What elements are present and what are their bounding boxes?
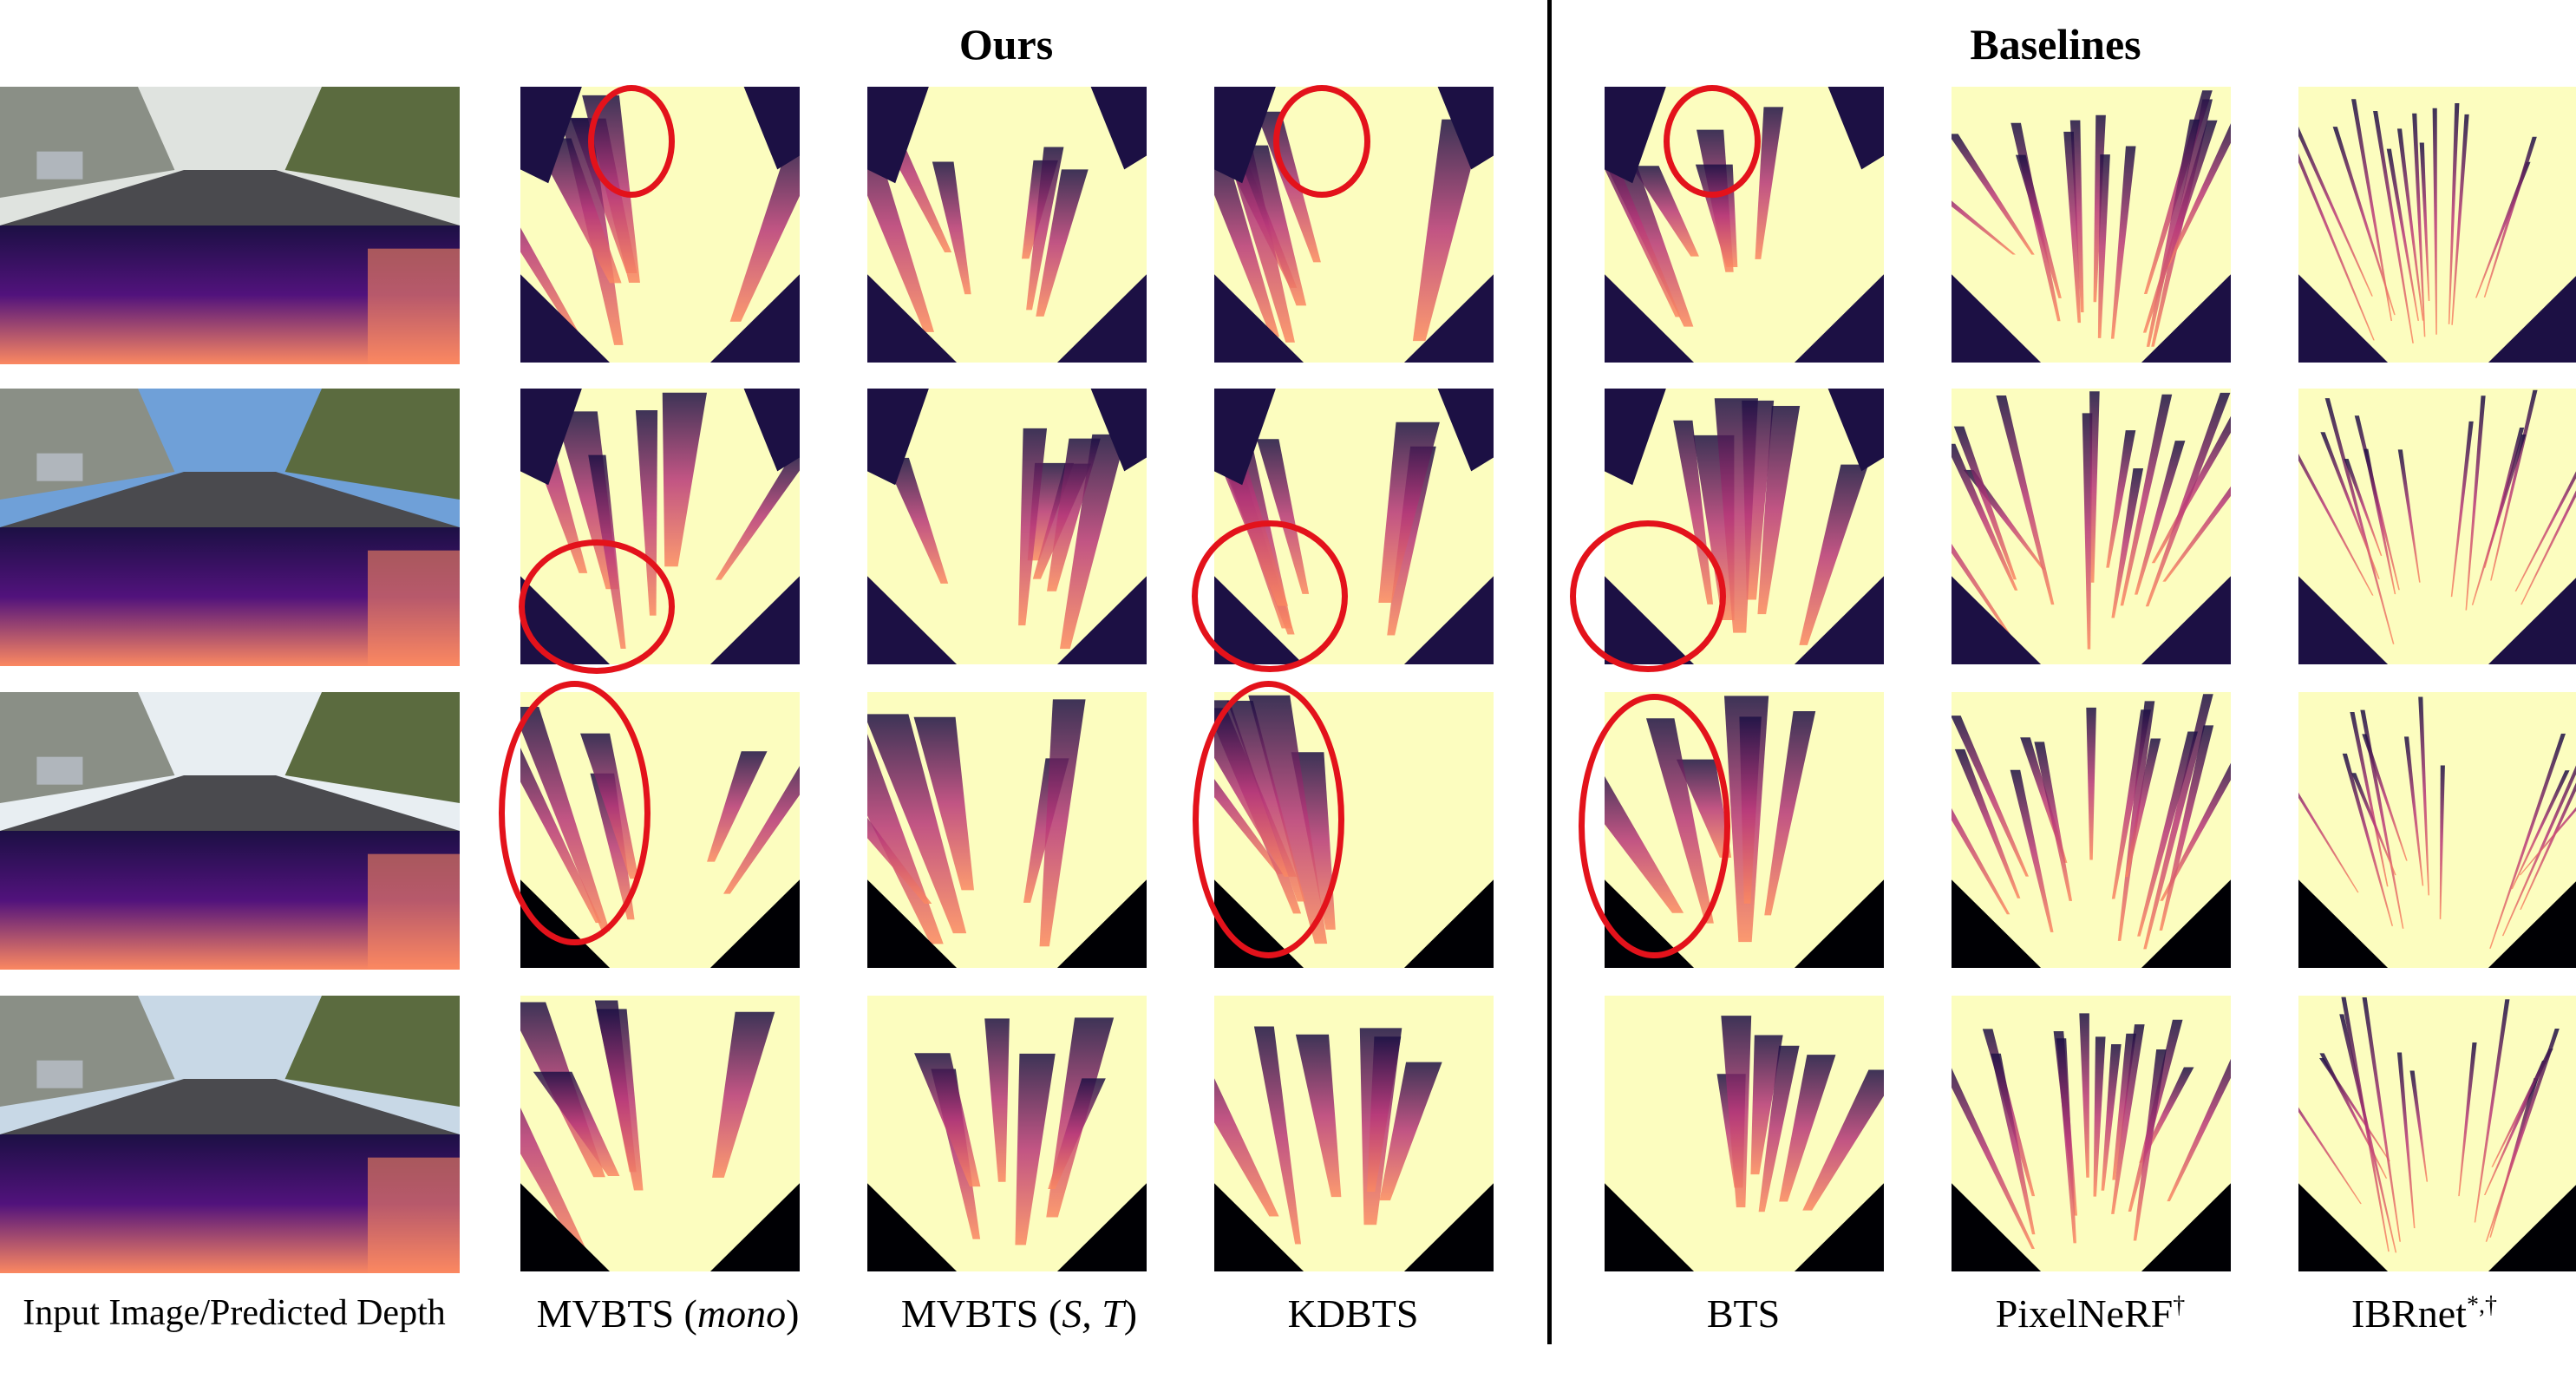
caption-ibrnet: IBRnet*,†: [2281, 1291, 2567, 1336]
occupancy-panel-pixelnerf-row-1: [1952, 87, 2231, 363]
caption-mvbts-mono: MVBTS (mono): [503, 1291, 833, 1336]
caption-ibrnet-text: IBRnet: [2351, 1291, 2467, 1336]
ours-header: Ours: [958, 20, 1054, 69]
caption-mvbts-mono-italic: mono: [696, 1291, 787, 1336]
caption-mvbts-st-prefix: MVBTS (: [900, 1291, 1062, 1336]
highlight-circle-3: [1664, 85, 1761, 198]
occupancy-panel-bts-row-4: [1605, 996, 1884, 1271]
predicted-depth-row-1: [0, 225, 460, 364]
ours-baselines-divider: [1547, 0, 1552, 1344]
input-image-row-1: [0, 87, 460, 225]
caption-bts: BTS: [1706, 1291, 1781, 1336]
caption-mvbts-st: MVBTS (S, T): [854, 1291, 1184, 1336]
occupancy-panel-pixelnerf-row-2: [1952, 389, 2231, 664]
occupancy-panel-pixelnerf-row-4: [1952, 996, 2231, 1271]
occupancy-panel-ibrnet-row-3: [2298, 692, 2576, 968]
highlight-circle-7: [499, 681, 651, 945]
highlight-circle-4: [519, 539, 675, 674]
caption-mvbts-st-suffix: ): [1123, 1291, 1138, 1336]
caption-mvbts-mono-suffix: ): [786, 1291, 800, 1336]
caption-pixelnerf-text: PixelNeRF: [1995, 1291, 2174, 1336]
highlight-circle-2: [1273, 85, 1370, 198]
occupancy-panel-mvbts_st-row-4: [867, 996, 1147, 1271]
highlight-circle-5: [1192, 520, 1348, 672]
occupancy-panel-mvbts_st-row-1: [867, 87, 1147, 363]
caption-ibrnet-sup: *,†: [2466, 1291, 2497, 1319]
occupancy-panel-mvbts_st-row-3: [867, 692, 1147, 968]
highlight-circle-1: [588, 85, 675, 198]
caption-mvbts-st-italic: S, T: [1062, 1291, 1124, 1336]
occupancy-panel-mvbts_mono-row-4: [520, 996, 800, 1271]
occupancy-panel-mvbts_st-row-2: [867, 389, 1147, 664]
caption-pixelnerf-sup: †: [2173, 1291, 2186, 1319]
input-image-row-4: [0, 996, 460, 1134]
highlight-circle-8: [1193, 681, 1344, 958]
occupancy-panel-kdbts-row-4: [1214, 996, 1494, 1271]
occupancy-panel-ibrnet-row-1: [2298, 87, 2576, 363]
caption-input: Input Image/Predicted Depth: [23, 1293, 446, 1333]
caption-mvbts-mono-prefix: MVBTS (: [536, 1291, 697, 1336]
caption-kdbts: KDBTS: [1287, 1291, 1419, 1336]
input-image-row-3: [0, 692, 460, 831]
occupancy-panel-kdbts-row-1: [1214, 87, 1494, 363]
predicted-depth-row-4: [0, 1134, 460, 1273]
input-image-row-2: [0, 389, 460, 527]
predicted-depth-row-3: [0, 831, 460, 970]
occupancy-panel-ibrnet-row-4: [2298, 996, 2576, 1271]
occupancy-panel-pixelnerf-row-3: [1952, 692, 2231, 968]
highlight-circle-9: [1579, 694, 1730, 958]
occupancy-panel-ibrnet-row-2: [2298, 389, 2576, 664]
caption-pixelnerf: PixelNeRF†: [1934, 1291, 2246, 1336]
highlight-circle-6: [1570, 520, 1726, 672]
predicted-depth-row-2: [0, 527, 460, 666]
baselines-header: Baselines: [1970, 20, 2141, 69]
